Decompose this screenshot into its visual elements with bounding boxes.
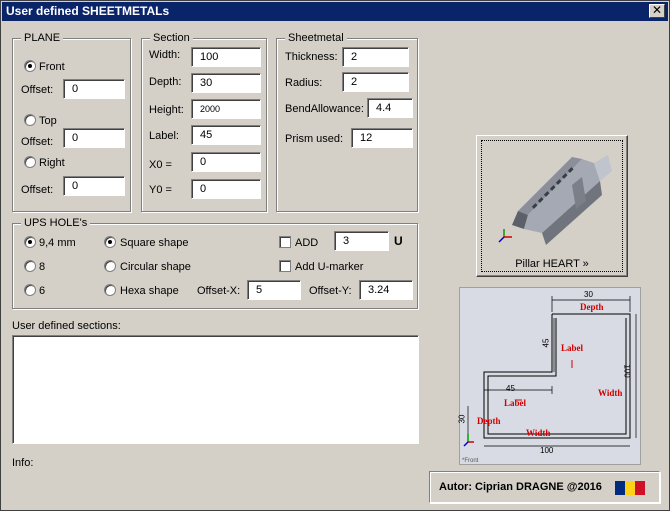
author-panel: Autor: Ciprian DRAGNE @2016 [429, 471, 660, 503]
bend-allowance-input[interactable]: 4.4 [367, 98, 413, 118]
plane-legend: PLANE [21, 31, 64, 45]
sheetmetal-group: Sheetmetal [276, 31, 418, 212]
plane-front-radio[interactable] [24, 60, 36, 72]
x0-label: X0 = [149, 159, 172, 171]
size-8-label[interactable]: 8 [39, 261, 46, 273]
plane-top-radio[interactable] [24, 114, 36, 126]
offset-y-label: Offset-Y: [309, 285, 352, 297]
width-label: Width: [149, 49, 181, 61]
plane-right-label[interactable]: Right [39, 157, 65, 169]
pillar-heart-label: Pillar HEART » [515, 258, 589, 270]
prism-input[interactable]: 12 [351, 128, 413, 148]
diagram-depth-left: Depth [477, 416, 501, 426]
prism-label: Prism used: [285, 133, 344, 145]
plane-right-radio[interactable] [24, 156, 36, 168]
size-9-4-label[interactable]: 9,4 mm [39, 237, 76, 249]
bend-allowance-label: BendAllowance: [285, 103, 364, 115]
size-8-radio[interactable] [24, 260, 36, 272]
dim-45-vertical: 45 [541, 338, 551, 348]
window-title: User defined SHEETMETALs [6, 4, 170, 18]
dim-30-side: 30 [457, 414, 467, 424]
user-sections-textarea[interactable] [12, 335, 419, 444]
romania-flag-icon [615, 481, 645, 495]
y0-input[interactable]: 0 [191, 179, 261, 199]
ups-hole-legend: UPS HOLE's [21, 216, 91, 230]
square-shape-radio[interactable] [104, 236, 116, 248]
circular-shape-label[interactable]: Circular shape [120, 261, 191, 273]
pillar-focus-frame: Pillar HEART » [481, 140, 623, 272]
plane-group: PLANE [12, 31, 131, 212]
info-label: Info: [12, 457, 34, 469]
user-sections-label: User defined sections: [12, 320, 121, 332]
size-9-4-radio[interactable] [24, 236, 36, 248]
offset-x-input[interactable]: 5 [247, 280, 301, 300]
diagram-label-top: Label [561, 343, 584, 353]
diagram-label-mid: Label [504, 398, 527, 408]
diagram-depth-top: Depth [580, 302, 604, 312]
height-input[interactable]: 2000 [191, 99, 261, 119]
title-bar: User defined SHEETMETALs ✕ [2, 2, 668, 21]
diagram-width-right: Width [598, 388, 623, 398]
hexa-shape-radio[interactable] [104, 284, 116, 296]
height-label: Height: [149, 104, 184, 116]
u-marker-checkbox[interactable] [279, 260, 291, 272]
circular-shape-radio[interactable] [104, 260, 116, 272]
diagram-width-bottom: Width [526, 428, 551, 438]
author-text: Autor: Ciprian DRAGNE @2016 [439, 481, 602, 493]
plane-top-label[interactable]: Top [39, 115, 57, 127]
section-profile-drawing [463, 296, 637, 447]
front-note: *Front [462, 458, 479, 464]
depth-label: Depth: [149, 76, 182, 88]
front-offset-input[interactable]: 0 [63, 79, 125, 99]
hexa-shape-label[interactable]: Hexa shape [120, 285, 179, 297]
dim-30-top: 30 [584, 290, 593, 299]
ups-hole-group: UPS HOLE's [12, 216, 418, 309]
label-input[interactable]: 45 [191, 125, 261, 145]
square-shape-label[interactable]: Square shape [120, 237, 189, 249]
close-button[interactable]: ✕ [649, 4, 665, 18]
top-offset-input[interactable]: 0 [63, 128, 125, 148]
size-6-radio[interactable] [24, 284, 36, 296]
dim-45-mid: 45 [506, 384, 515, 393]
size-6-label[interactable]: 6 [39, 285, 46, 297]
add-count-input[interactable]: 3 [334, 231, 389, 251]
radius-input[interactable]: 2 [342, 72, 409, 92]
right-offset-label: Offset: [21, 184, 54, 196]
width-input[interactable]: 100 [191, 47, 261, 67]
x0-input[interactable]: 0 [191, 152, 261, 172]
thickness-label: Thickness: [285, 51, 338, 63]
section-legend: Section [150, 31, 193, 45]
plane-front-label[interactable]: Front [39, 61, 65, 73]
u-marker-label[interactable]: Add U-marker [295, 261, 364, 273]
y0-label: Y0 = [149, 184, 172, 196]
depth-input[interactable]: 30 [191, 73, 261, 93]
label-label: Label: [149, 130, 179, 142]
pillar-preview-image [498, 155, 612, 245]
sheetmetal-legend: Sheetmetal [285, 31, 347, 45]
radius-label: Radius: [285, 77, 323, 89]
unit-label: U [394, 234, 403, 248]
top-offset-label: Offset: [21, 136, 54, 148]
add-checkbox[interactable] [279, 236, 291, 248]
add-label[interactable]: ADD [295, 237, 319, 249]
thickness-input[interactable]: 2 [342, 47, 409, 67]
dim-100-side: 100 [622, 364, 632, 378]
section-group: Section [141, 31, 267, 212]
pillar-heart-button[interactable]: Pillar HEART » [476, 135, 628, 277]
dim-100-bottom: 100 [540, 446, 554, 455]
section-diagram: 30 Depth 45 Label 100 Width 45 Label 30 … [457, 287, 641, 465]
offset-y-input[interactable]: 3.24 [359, 280, 413, 300]
front-offset-label: Offset: [21, 84, 54, 96]
right-offset-input[interactable]: 0 [63, 176, 125, 196]
offset-x-label: Offset-X: [197, 285, 241, 297]
